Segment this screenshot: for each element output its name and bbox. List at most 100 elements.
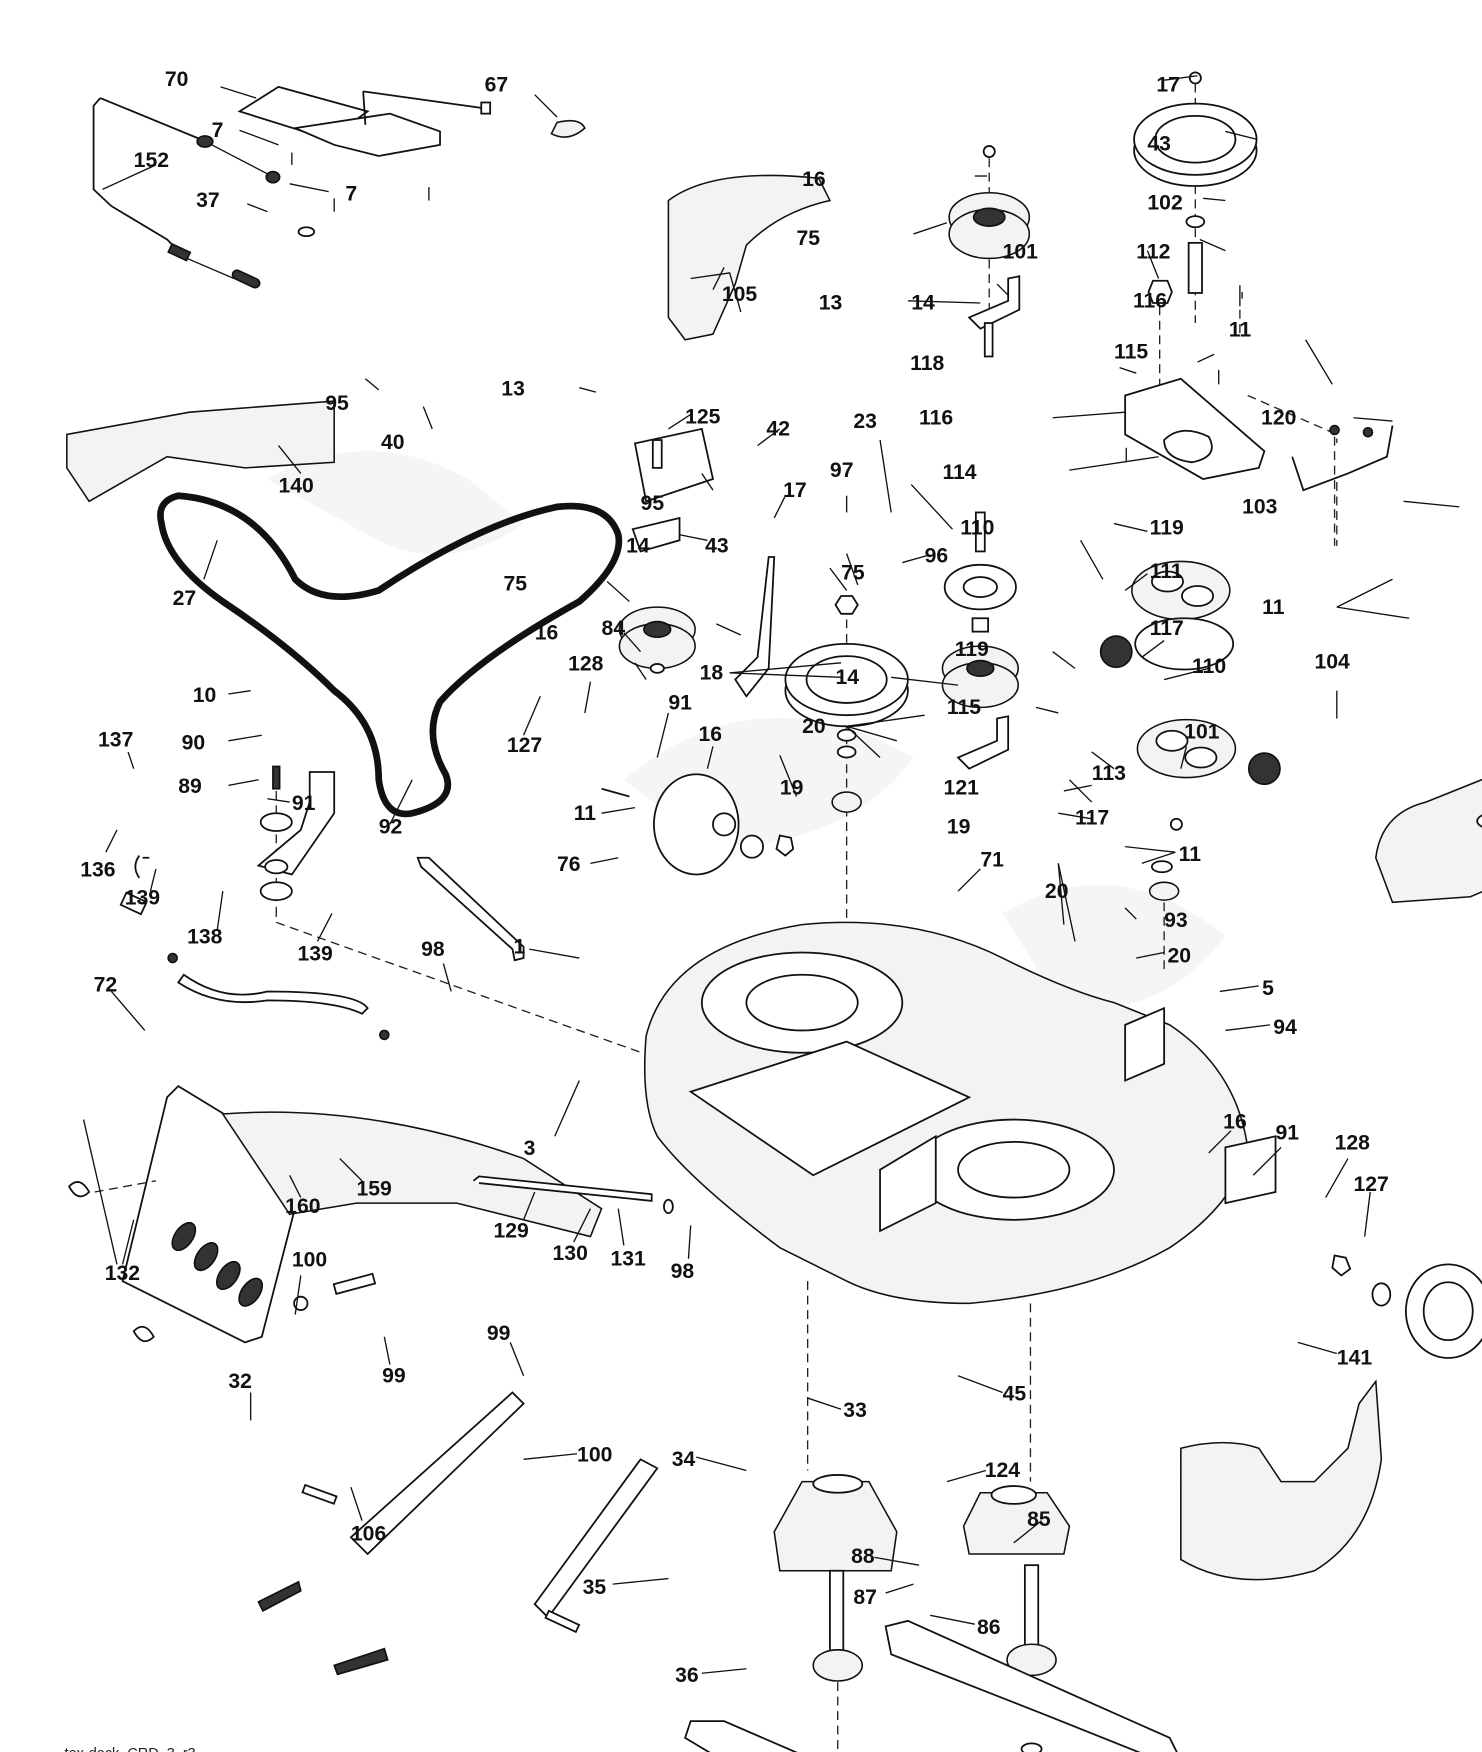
callout: 128	[568, 653, 604, 676]
callout: 89	[178, 775, 202, 798]
callout: 117	[1075, 806, 1109, 829]
callout: 98	[671, 1260, 695, 1283]
callout: 119	[1150, 517, 1184, 540]
wheel-right	[1331, 1254, 1482, 1359]
callout: 99	[487, 1322, 511, 1345]
callout: 36	[675, 1664, 699, 1687]
callout: 140	[279, 474, 314, 497]
callout: 87	[853, 1586, 877, 1609]
callout: 99	[382, 1364, 406, 1387]
callout: 20	[802, 715, 826, 738]
callout: 130	[553, 1242, 588, 1265]
belt-shield-140	[66, 400, 335, 503]
callout: 10	[193, 684, 217, 707]
callout: 34	[672, 1448, 696, 1471]
callout: 118	[910, 352, 944, 375]
callout: 43	[1147, 132, 1171, 155]
callout: 84	[602, 617, 626, 640]
callout: 105	[722, 283, 758, 306]
callout: 103	[1242, 496, 1277, 519]
callout: 13	[819, 292, 843, 315]
callout: 16	[1223, 1110, 1247, 1133]
callout: 139	[297, 942, 332, 965]
callout: 20	[1045, 880, 1069, 903]
callout: 127	[507, 734, 542, 757]
callout: 5	[1262, 977, 1274, 1000]
callout: 13	[501, 377, 525, 400]
callout: 127	[1354, 1173, 1389, 1196]
callout: 27	[173, 587, 197, 610]
drive-belt-27	[157, 492, 623, 818]
discharge-chute-72	[67, 1085, 603, 1344]
callout: 14	[911, 292, 935, 315]
callout: 3	[524, 1137, 536, 1160]
callout: 139	[125, 887, 160, 910]
callout: 67	[485, 73, 509, 96]
cover-104	[1374, 778, 1482, 904]
callout: 94	[1273, 1016, 1297, 1039]
drive-pulley-upper	[1133, 71, 1258, 446]
callout: 115	[947, 696, 981, 719]
lift-arms	[257, 1391, 659, 1676]
callout: 75	[504, 572, 528, 595]
callout: 101	[1184, 721, 1220, 744]
callout: 14	[836, 666, 860, 689]
callout: 17	[1156, 73, 1180, 96]
callout: 110	[1192, 655, 1226, 678]
callout: 136	[80, 859, 115, 882]
spindle-assemblies	[773, 1281, 1071, 1682]
callout: 11	[574, 802, 597, 825]
callout: 71	[980, 849, 1004, 872]
callout: 90	[182, 732, 206, 755]
part-labels: 70 67 7 7 152 37 17 43 102 112 101 116 1…	[65, 68, 1389, 1752]
blades	[684, 1619, 1178, 1752]
callout: 132	[105, 1262, 140, 1285]
drive-pulley-center	[784, 595, 909, 1070]
callout: 120	[1261, 406, 1296, 429]
callout: 19	[780, 776, 804, 799]
callout: 152	[134, 149, 169, 172]
callout: 17	[783, 479, 807, 502]
callout: 35	[583, 1576, 607, 1599]
callout: 43	[705, 535, 729, 558]
callout: 76	[557, 853, 581, 876]
small-parts-left	[119, 855, 525, 1041]
bracket-120	[1291, 424, 1394, 546]
callout: 116	[1133, 289, 1167, 312]
drawing-code: tex-deck_CRD_3_r3	[65, 1746, 196, 1752]
callout: 18	[700, 662, 724, 685]
callout: 42	[766, 418, 790, 441]
callout: 7	[345, 183, 357, 206]
callout: 124	[985, 1459, 1021, 1482]
callout: 70	[165, 68, 189, 91]
callout: 45	[1003, 1382, 1027, 1405]
callout: 14	[626, 535, 650, 558]
callout: 102	[1147, 191, 1182, 214]
callout: 75	[841, 561, 865, 584]
rod-129	[472, 1175, 674, 1215]
callout: 95	[641, 492, 665, 515]
leader-lines	[82, 75, 1460, 1674]
engagement-cable-assembly	[92, 85, 586, 289]
callout: 160	[285, 1195, 320, 1218]
callout: 86	[977, 1616, 1001, 1639]
callout: 97	[830, 459, 854, 482]
callout: 119	[955, 638, 989, 661]
callout: 91	[1276, 1122, 1300, 1145]
callout: 7	[212, 119, 224, 142]
callout: 112	[1136, 240, 1170, 263]
callout: 75	[797, 227, 821, 250]
callout: 95	[325, 392, 349, 415]
callout: 1	[514, 936, 526, 959]
callout: 11	[1262, 596, 1285, 619]
callout: 11	[1179, 843, 1202, 866]
idler-arm-assembly	[618, 427, 776, 698]
callout: 20	[1167, 944, 1191, 967]
callout: 98	[421, 938, 445, 961]
callout: 16	[535, 621, 559, 644]
callout: 138	[187, 926, 223, 949]
watermark	[267, 451, 1226, 1008]
callout: 37	[196, 189, 220, 212]
